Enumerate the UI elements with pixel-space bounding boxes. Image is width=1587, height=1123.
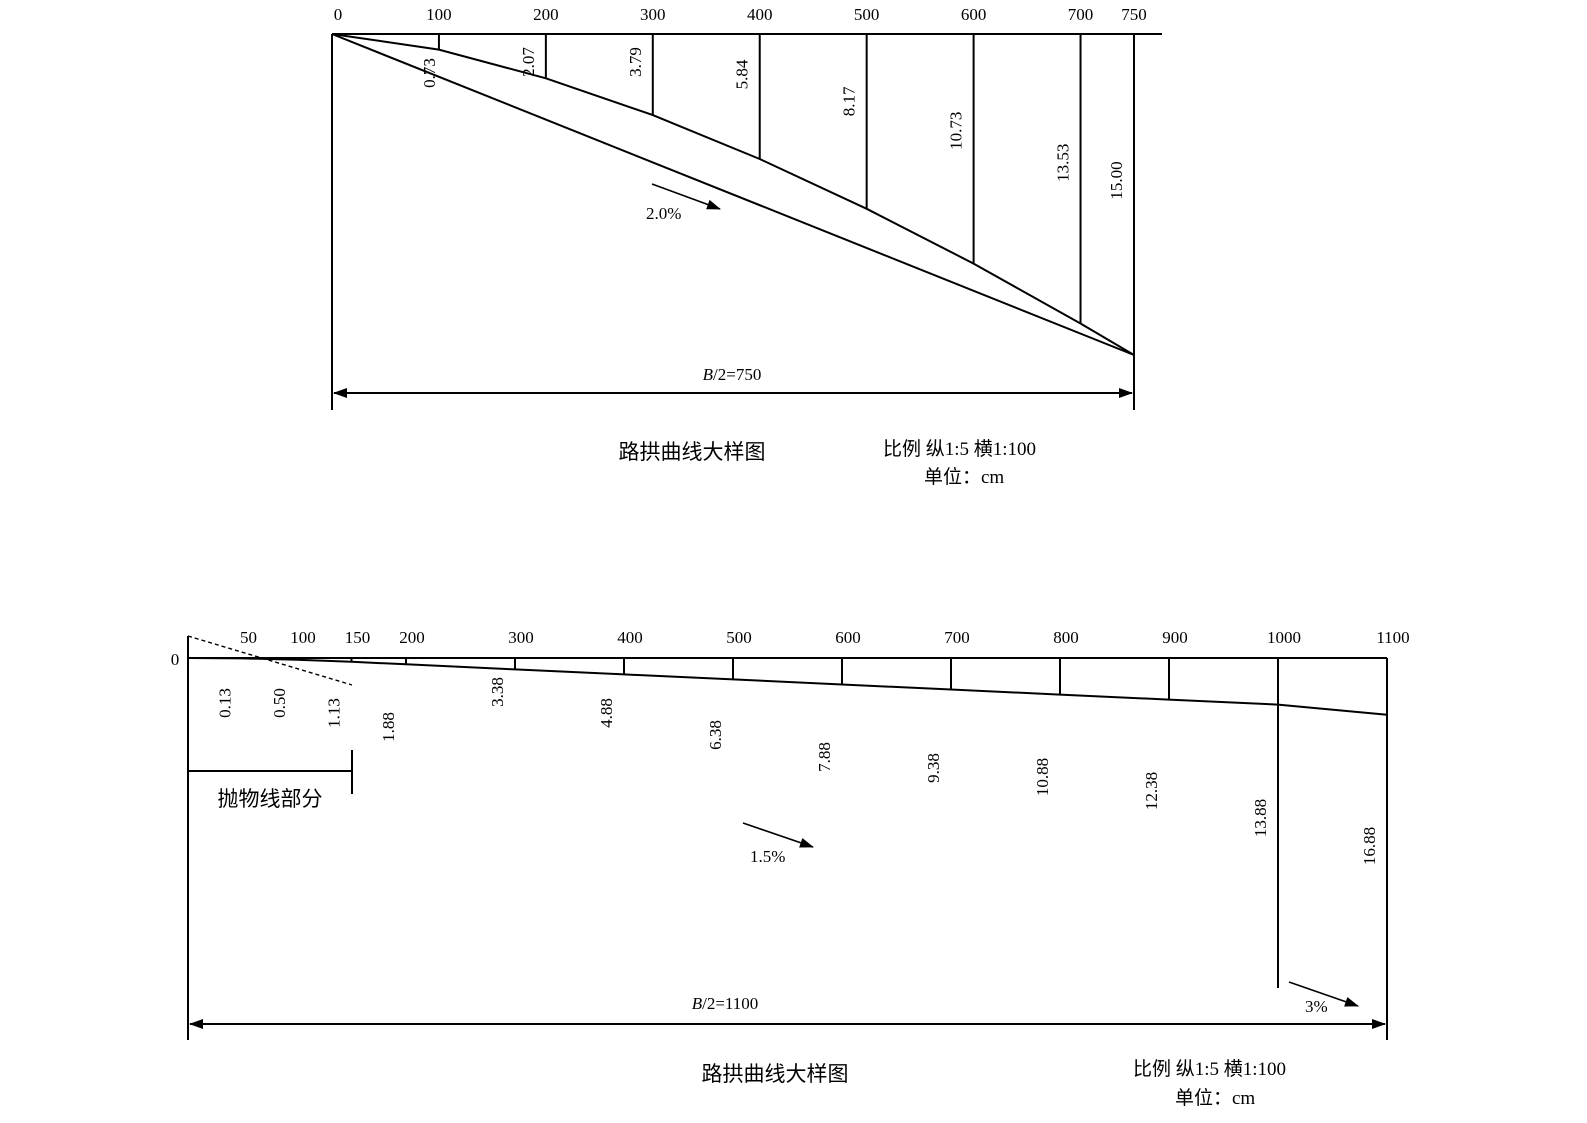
d2-depth-label: 10.88: [1033, 758, 1052, 796]
d1-depth-label: 10.73: [947, 112, 966, 150]
d2-x-tick: 600: [835, 628, 861, 647]
d2-depth-label: 4.88: [597, 698, 616, 728]
d1-depth-label: 5.84: [733, 59, 752, 89]
d2-crown-curve: [187, 657, 1388, 716]
d2-depth-label: 16.88: [1360, 827, 1379, 865]
d1-x-tick: 600: [961, 5, 987, 24]
d1-straight-slope-line: [331, 33, 1135, 356]
d2-depth-label: 7.88: [815, 742, 834, 772]
d1-depth-label: 0.73: [420, 58, 439, 88]
d2-scale: 比例 纵1:5 横1:100: [1133, 1058, 1286, 1080]
d2-x-tick: 500: [726, 628, 752, 647]
d1-depth-label: 3.79: [626, 47, 645, 77]
d1-scale: 比例 纵1:5 横1:100: [883, 438, 1036, 460]
d1-depth-values: 0.73 2.07 3.79 5.84 8.17 10.73 13.53 15.00: [420, 47, 1126, 200]
d2-x-tick: 700: [944, 628, 970, 647]
d1-depth-label: 15.00: [1107, 161, 1126, 199]
d2-depth-label: 6.38: [706, 720, 725, 750]
d2-slope-label: 1.5%: [750, 847, 785, 866]
d1-x-tick: 400: [747, 5, 773, 24]
d1-slope-label: 2.0%: [646, 204, 681, 223]
d2-x-tick-labels: 50 100 150 200 300 400 500 600 700 800 900 1000 1100: [240, 628, 1410, 647]
d1-crown-curve: [331, 33, 1135, 356]
d1-depth-label: 13.53: [1054, 144, 1073, 182]
d1-x-tick: 500: [854, 5, 880, 24]
d1-depth-label: 8.17: [840, 86, 859, 116]
d2-zero-label: 0: [171, 650, 180, 669]
d2-depth-label: 1.88: [379, 712, 398, 742]
d2-x-tick: 800: [1053, 628, 1079, 647]
d2-depth-label: 1.13: [325, 698, 344, 728]
d2-parabola-label: 抛物线部分: [218, 787, 323, 811]
d2-x-tick: 1100: [1376, 628, 1409, 647]
d2-x-tick: 300: [508, 628, 534, 647]
d2-dimension-label: B/2=1100: [692, 994, 759, 1013]
d2-end-slope-arrow: [1288, 981, 1359, 1007]
d1-x-tick: 100: [426, 5, 452, 24]
d2-x-tick: 100: [290, 628, 316, 647]
d1-unit: 单位：cm: [924, 466, 1004, 488]
d1-dimension-label: B/2=750: [703, 365, 762, 384]
d2-depth-label: 0.50: [270, 688, 289, 718]
d1-x-tick-labels: 0 100 200 300 400 500 600 700 750: [334, 5, 1147, 24]
d2-depth-label: 12.38: [1142, 772, 1161, 810]
d2-x-tick: 400: [617, 628, 643, 647]
d2-end-slope-label: 3%: [1305, 997, 1328, 1016]
d1-x-tick: 200: [533, 5, 559, 24]
d1-depth-label: 2.07: [519, 47, 538, 77]
d2-depth-label: 0.13: [216, 688, 235, 718]
d2-depth-label: 13.88: [1251, 799, 1270, 837]
d1-slope-arrow: [651, 183, 721, 210]
d2-depth-lines: [241, 658, 1279, 988]
d2-depth-label: 9.38: [924, 753, 943, 783]
d2-unit: 单位：cm: [1175, 1087, 1255, 1109]
d2-x-tick: 900: [1162, 628, 1188, 647]
diagram-1: 0 100 200 300 400 500 600 700 750 0.73 2.07 3.79 5.…: [331, 5, 1162, 488]
d1-x-tick: 0: [334, 5, 343, 24]
d2-slope-arrow: [742, 822, 814, 848]
d1-depth-lines: [437, 34, 1082, 324]
d2-title: 路拱曲线大样图: [702, 1062, 849, 1086]
d2-x-tick: 150: [345, 628, 371, 647]
d1-x-tick: 300: [640, 5, 666, 24]
d1-x-tick: 750: [1121, 5, 1147, 24]
d2-depth-values: 0.13 0.50 1.13 1.88 3.38 4.88 6.38 7.88 9.38 10.8…: [216, 677, 1380, 865]
d1-title: 路拱曲线大样图: [619, 440, 766, 464]
d2-x-tick: 200: [399, 628, 425, 647]
d2-tangent-dashed-line: [187, 635, 353, 686]
d1-x-tick: 700: [1068, 5, 1094, 24]
diagram-2: 0 50 100 150 200 300 400 500 600 700 800 900 1000 11…: [171, 628, 1410, 1109]
d2-depth-label: 3.38: [488, 677, 507, 707]
d2-x-tick: 50: [240, 628, 257, 647]
d2-x-tick: 1000: [1267, 628, 1301, 647]
